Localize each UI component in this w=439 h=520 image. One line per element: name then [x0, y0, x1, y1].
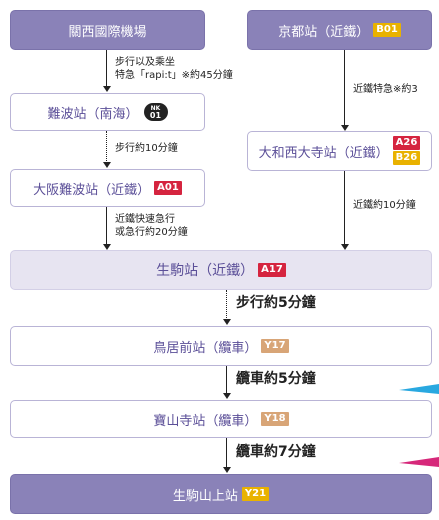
station-label: 京都站（近鐵）	[278, 24, 370, 40]
line-badge: A26	[392, 136, 421, 150]
station-osaka-namba: 大阪難波站（近鐵） A01	[10, 169, 205, 207]
station-yamato-saidaiji: 大和西大寺站（近鐵） A26 B26	[247, 131, 432, 171]
line-badge: Y21	[241, 487, 270, 501]
step-label: 纜車約7分鐘	[236, 444, 316, 460]
line-badge: Y18	[261, 412, 289, 426]
line-badge: Y17	[261, 339, 289, 353]
connector-line-dotted	[226, 290, 227, 320]
connector-line	[344, 50, 345, 126]
step-label: 近鐵約10分鐘	[353, 200, 416, 211]
step-label: 近鐵特急※約3	[353, 84, 418, 95]
line-badges: A26 B26	[392, 136, 421, 166]
station-label: 寶山寺站（纜車）	[153, 413, 258, 429]
arrow-down-icon	[103, 162, 111, 168]
arrow-down-icon	[223, 467, 231, 473]
connector-line-dotted	[106, 131, 107, 163]
connector-line	[106, 207, 107, 245]
connector-line	[226, 438, 227, 468]
connector-line	[344, 171, 345, 245]
arrow-down-icon	[103, 244, 111, 250]
step-label: 纜車約5分鐘	[236, 371, 316, 387]
station-label: 難波站（南海）	[47, 106, 139, 122]
connector-line	[226, 366, 227, 394]
station-label: 鳥居前站（纜車）	[153, 340, 258, 356]
step-label: 近鐵快速急行 或急行約20分鐘	[115, 214, 188, 238]
arrow-down-icon	[341, 244, 349, 250]
decorative-pink-swoosh-icon	[399, 457, 439, 467]
station-label: 生駒站（近鐵）	[156, 263, 255, 279]
line-badge: B26	[392, 151, 421, 165]
connector-line	[106, 50, 107, 87]
arrow-down-icon	[341, 125, 349, 131]
decorative-blue-swoosh-icon	[399, 384, 439, 394]
station-kyoto: 京都站（近鐵） B01	[247, 10, 432, 50]
line-badge: A17	[258, 263, 286, 277]
arrow-down-icon	[103, 86, 111, 92]
station-hozanji: 寶山寺站（纜車） Y18	[10, 400, 432, 438]
station-label: 關西國際機場	[68, 24, 147, 40]
line-badge: A01	[154, 181, 182, 195]
station-label: 大阪難波站（近鐵）	[33, 182, 151, 198]
step-label: 步行約5分鐘	[236, 295, 316, 311]
station-kansai-airport: 關西國際機場	[10, 10, 205, 50]
station-ikoma: 生駒站（近鐵） A17	[10, 250, 432, 290]
step-label: 步行約10分鐘	[115, 143, 178, 154]
station-ikoma-sanjo: 生駒山上站 Y21	[10, 474, 432, 514]
station-label: 大和西大寺站（近鐵）	[258, 145, 389, 161]
line-badge: B01	[373, 23, 401, 37]
arrow-down-icon	[223, 319, 231, 325]
station-toriimae: 鳥居前站（纜車） Y17	[10, 326, 432, 366]
arrow-down-icon	[223, 393, 231, 399]
nankai-line-badge: NK 01	[143, 103, 168, 121]
station-label: 生駒山上站	[172, 488, 238, 504]
station-namba-nankai: 難波站（南海） NK 01	[10, 93, 205, 131]
step-label: 步行以及乘坐 特急「rapi:t」※約45分鐘	[115, 57, 233, 81]
